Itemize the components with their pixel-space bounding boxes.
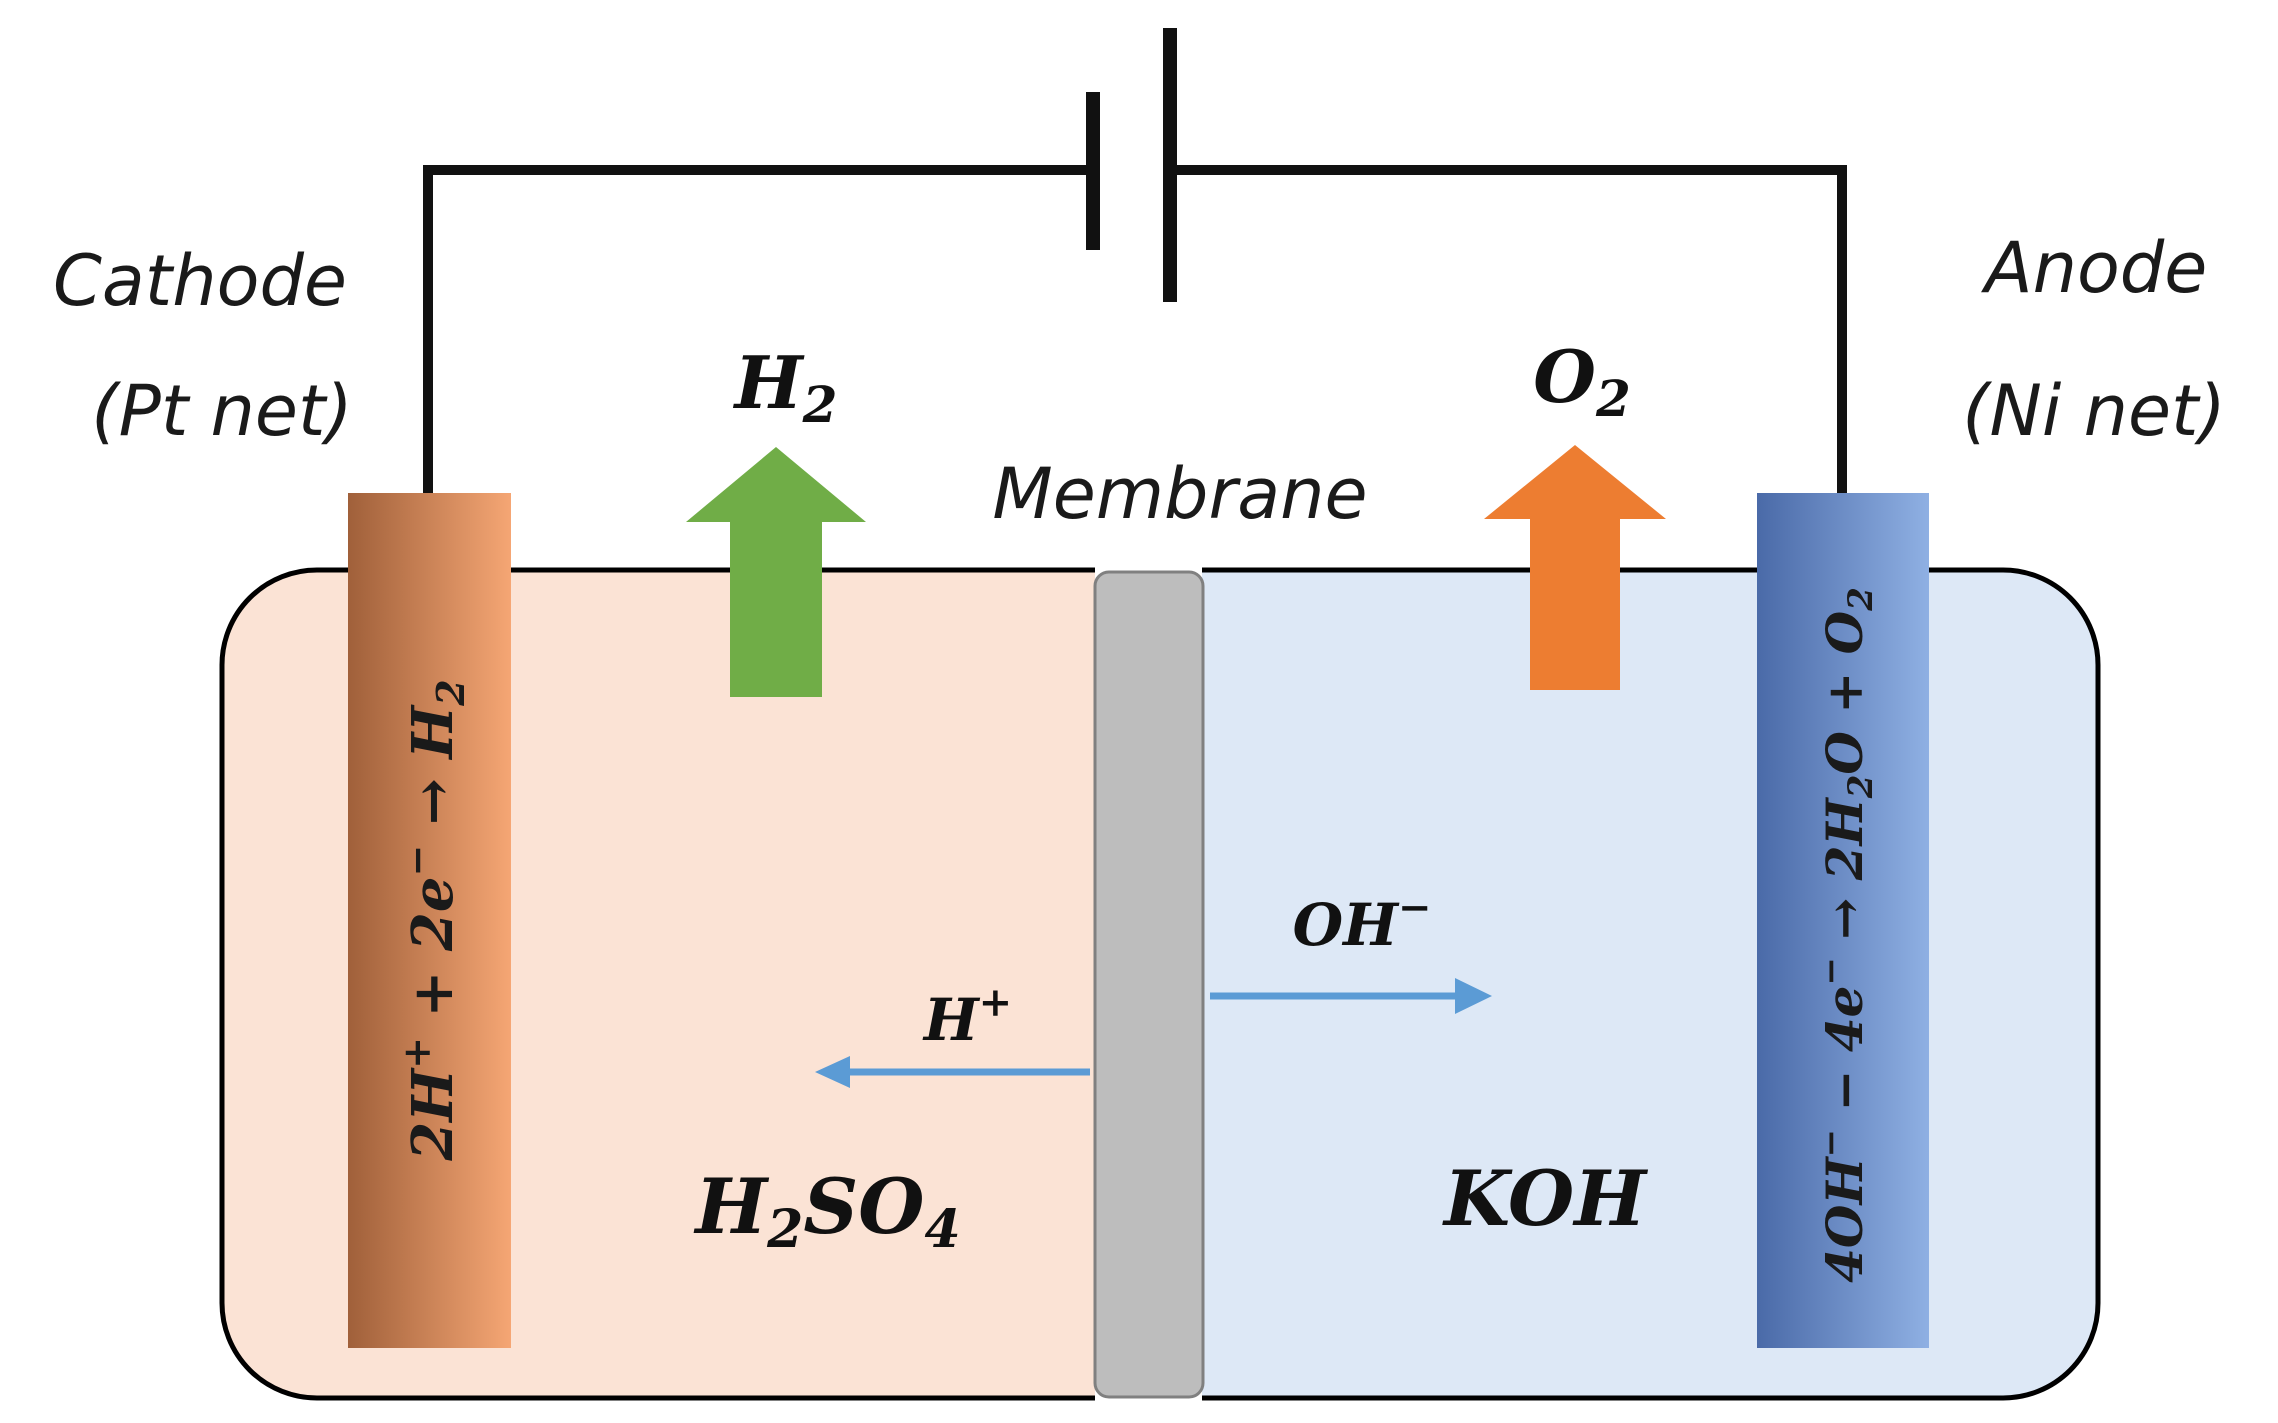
circuit-wire <box>423 165 1847 495</box>
cathode-material-label: (Pt net) <box>91 370 352 452</box>
cathode-reaction-equation: 2H+ + 2e− → H2 <box>394 679 473 1161</box>
o2-gas-label: O2 <box>1533 334 1631 428</box>
anode-electrode <box>1757 493 1929 1348</box>
h2so4-electrolyte-label: H2SO4 <box>693 1162 960 1260</box>
cathode-label: Cathode <box>53 240 347 322</box>
anode-reaction-equation: 4OH− − 4e− → 2H2O + O2 <box>1811 587 1881 1283</box>
h-plus-ion-label: H+ <box>922 979 1012 1054</box>
oh-minus-ion-label: OH− <box>1293 884 1432 959</box>
koh-electrolyte-label: KOH <box>1442 1154 1648 1243</box>
battery-icon <box>1086 28 1177 302</box>
anode-label: Anode <box>1981 227 2208 309</box>
h-plus-ion-arrow <box>815 1056 1090 1088</box>
h2-gas-arrow <box>686 447 866 697</box>
membrane-separator <box>1093 570 1205 1399</box>
o2-gas-arrow <box>1484 445 1666 690</box>
oh-minus-ion-arrow <box>1210 978 1492 1014</box>
membrane-label: Membrane <box>992 453 1367 535</box>
anode-material-label: (Ni net) <box>1962 370 2226 452</box>
cathode-electrode <box>348 493 511 1348</box>
h2-gas-label: H2 <box>733 340 838 434</box>
